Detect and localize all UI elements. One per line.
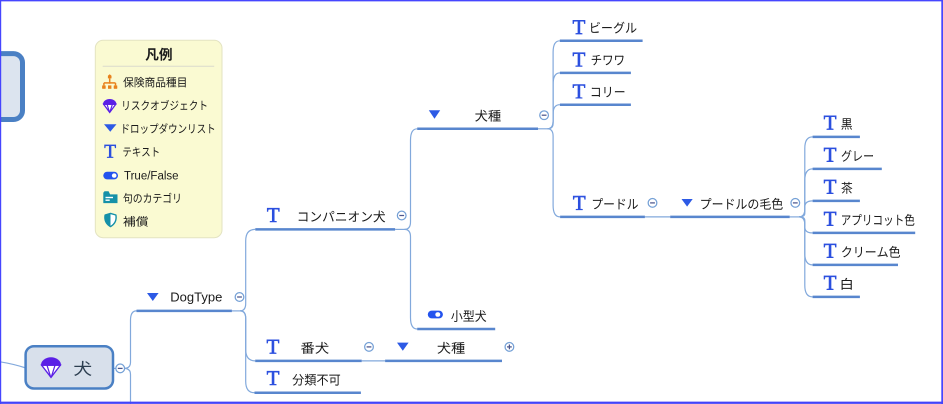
- svg-text:True/False: True/False: [124, 170, 179, 182]
- svg-text:DogType: DogType: [170, 289, 222, 304]
